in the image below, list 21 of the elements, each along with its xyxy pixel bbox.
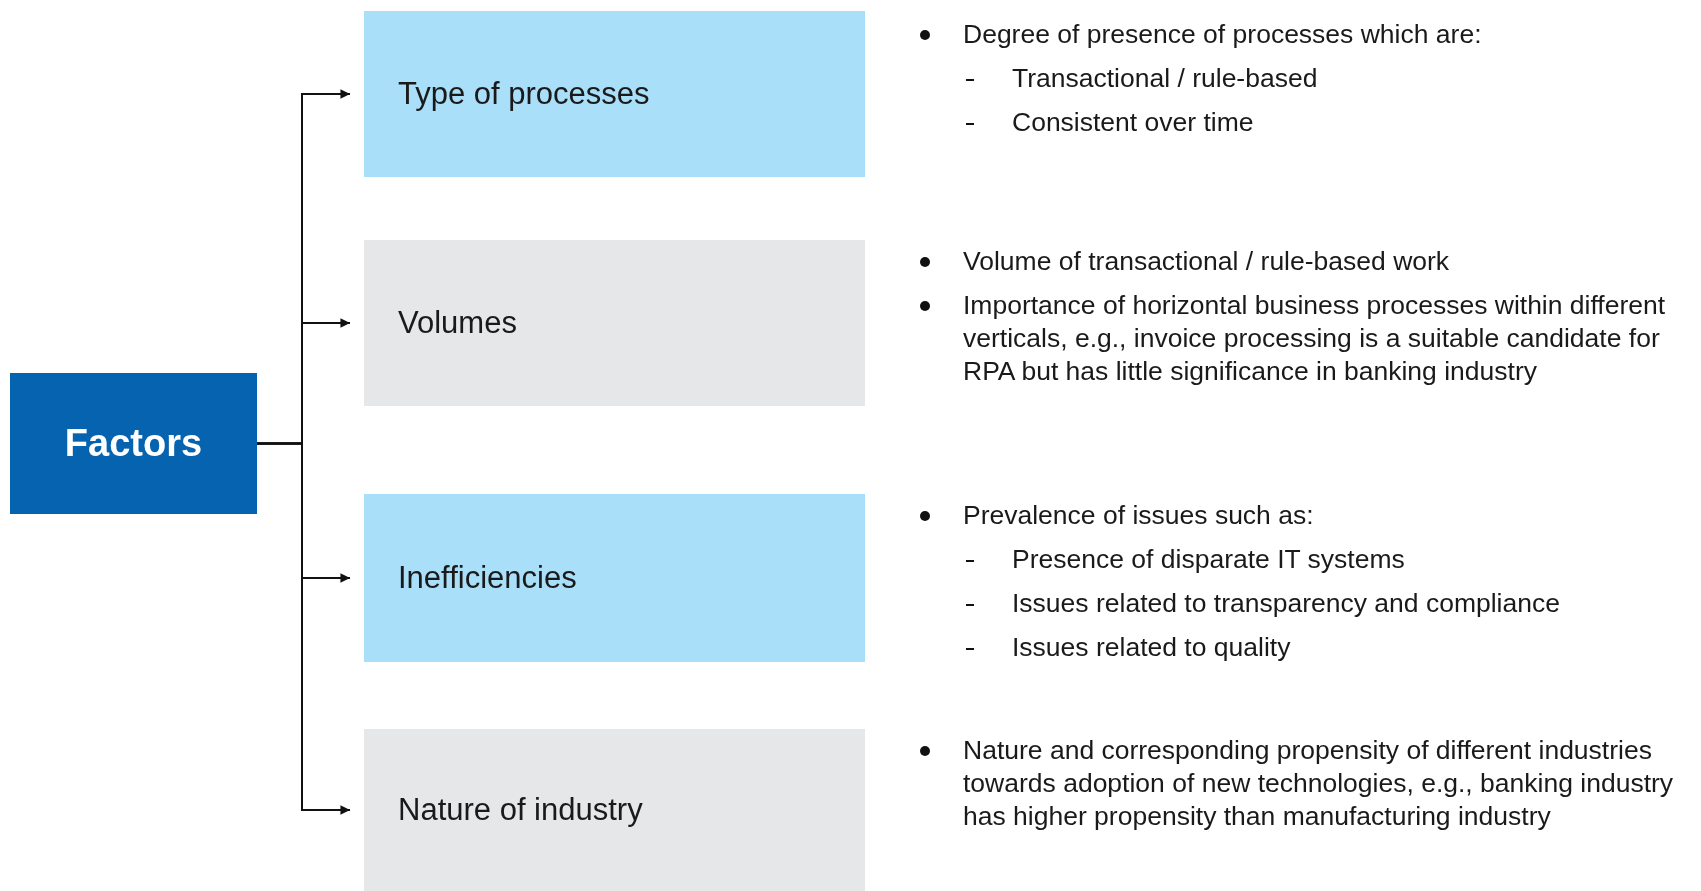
sub-list-item: Consistent over time <box>918 106 1700 139</box>
sub-list-item: Issues related to transparency and compliance <box>918 587 1700 620</box>
sub-list-item: Issues related to quality <box>918 631 1700 664</box>
factor-box <box>364 729 865 891</box>
sub-list-item: Presence of disparate IT systems <box>918 543 1700 576</box>
box-label: Inefficiencies <box>398 560 577 596</box>
factor-box <box>364 11 865 177</box>
bullet-item: Nature and corresponding propensity of different industries towards adoption of new technologies, e.g., banking industry has higher propensity than manufacturing industry <box>918 734 1700 833</box>
bullet-item: Volume of transactional / rule-based work <box>918 245 1700 278</box>
connector-arrow <box>256 442 351 815</box>
factor-box <box>364 494 865 662</box>
factor-box <box>364 240 865 406</box>
box-label: Volumes <box>398 305 517 341</box>
bullet-item: Degree of presence of processes which are: <box>918 18 1700 51</box>
box-label: Type of processes <box>398 76 650 112</box>
box-label: Nature of industry <box>398 792 643 828</box>
bullet-item: Prevalence of issues such as: <box>918 499 1700 532</box>
root-box <box>10 373 257 514</box>
box-label: Factors <box>64 422 203 465</box>
bullet-item: Importance of horizontal business processes within different verticals, e.g., invoice processing is a suitable candidate for RPA but has little significance in banking industry <box>918 289 1700 388</box>
sub-list-item: Transactional / rule-based <box>918 62 1700 95</box>
